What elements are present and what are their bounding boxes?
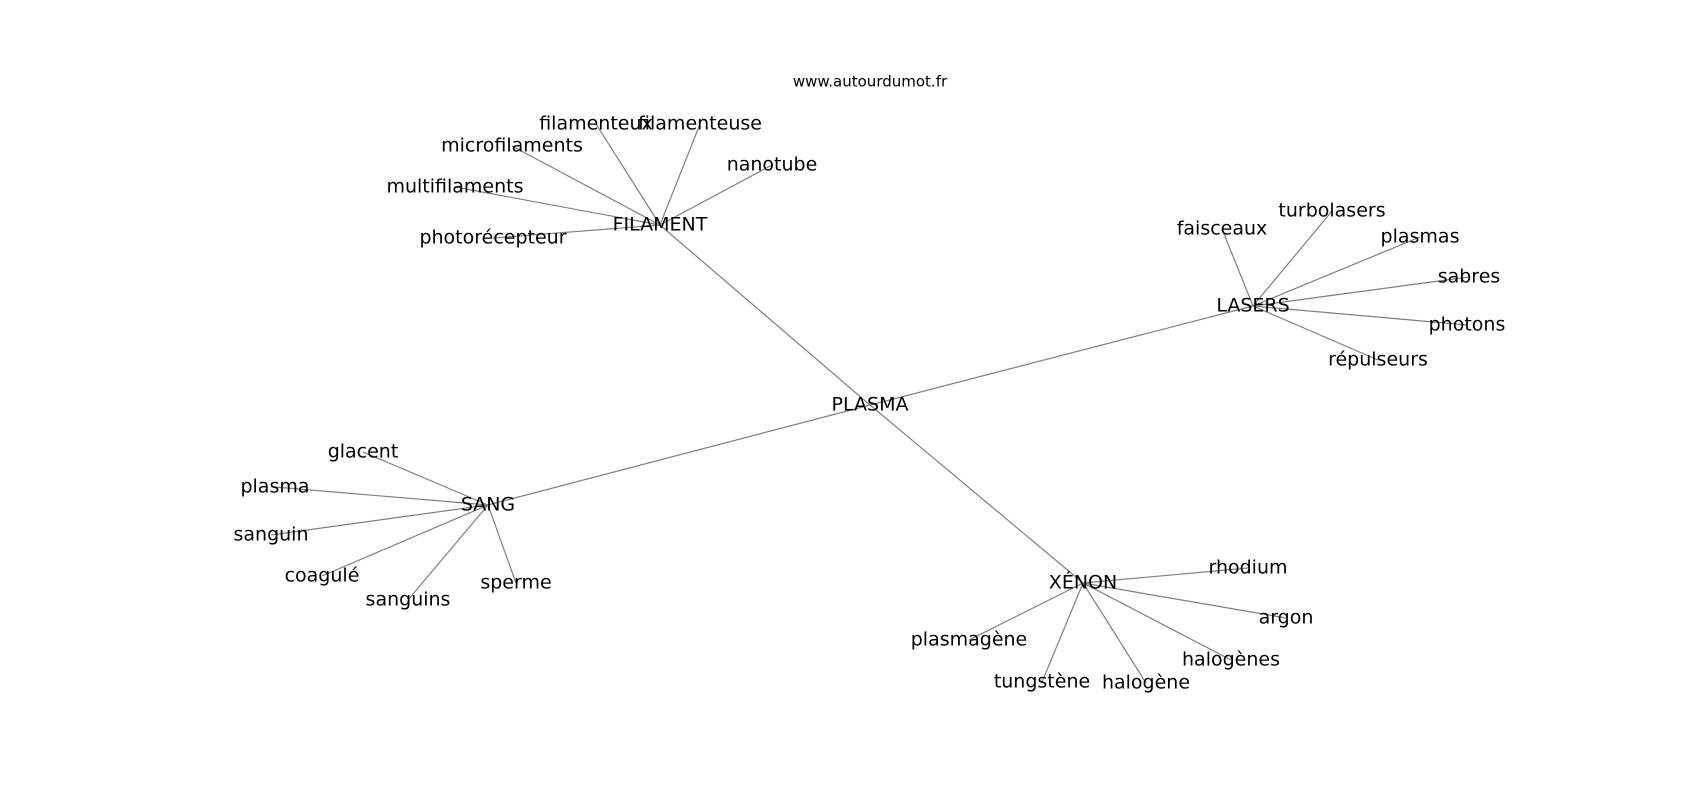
edge-filament-leaf: [595, 123, 661, 226]
leaf-node-label: nanotube: [727, 154, 818, 176]
leaf-node-label: sperme: [480, 572, 551, 594]
root-node-label: PLASMA: [832, 394, 909, 416]
edge-lasers-leaf: [1252, 305, 1468, 326]
edge-root-xénon: [869, 404, 1084, 584]
edge-sang-leaf: [487, 504, 517, 584]
edge-filament-leaf: [511, 145, 661, 226]
leaf-node-label: halogènes: [1182, 649, 1280, 671]
leaf-node-label: photons: [1429, 314, 1506, 336]
leaf-node-label: rhodium: [1208, 557, 1287, 579]
edge-lasers-leaf: [1221, 228, 1254, 307]
edge-root-lasers: [869, 305, 1254, 406]
edge-lasers-leaf: [1252, 305, 1379, 361]
leaf-node-label: turbolasers: [1278, 200, 1385, 222]
hub-node-label: FILAMENT: [613, 214, 708, 236]
edge-filament-leaf: [454, 186, 661, 226]
edge-sang-leaf: [274, 486, 489, 506]
watermark-text: www.autourdumot.fr: [793, 73, 948, 91]
edge-root-sang: [487, 404, 871, 506]
edge-sang-leaf: [407, 504, 489, 601]
leaf-node-label: halogène: [1102, 672, 1190, 694]
leaf-node-label: microfilaments: [441, 135, 583, 157]
leaf-node-label: tungstène: [994, 671, 1090, 693]
edge-lasers-leaf: [1252, 236, 1421, 307]
hub-node-label: LASERS: [1216, 295, 1289, 317]
edge-sang-leaf: [270, 504, 489, 536]
leaf-node-label: sanguins: [366, 589, 451, 611]
leaf-node-label: sanguin: [233, 524, 308, 546]
edge-xénon-leaf: [1082, 582, 1287, 619]
edge-filament-leaf: [659, 123, 701, 226]
leaf-node-label: multifilaments: [386, 176, 523, 198]
edge-sang-leaf: [362, 451, 489, 506]
leaf-node-label: répulseurs: [1328, 349, 1428, 371]
leaf-node-label: faisceaux: [1177, 218, 1268, 240]
leaf-node-label: filamenteux: [539, 113, 653, 135]
leaf-node-label: glacent: [328, 441, 399, 463]
leaf-node-label: filamenteuse: [638, 113, 762, 135]
edge-filament-leaf: [659, 164, 773, 226]
hub-node-label: SANG: [461, 494, 515, 516]
leaf-node-label: argon: [1259, 607, 1314, 629]
leaf-node-label: sabres: [1438, 266, 1501, 288]
edge-root-filament: [659, 224, 871, 406]
edge-xénon-leaf: [1041, 582, 1084, 683]
leaf-node-label: photorécepteur: [419, 227, 566, 249]
leaf-node-label: coagulé: [285, 565, 360, 587]
leaf-node-label: plasma: [240, 476, 309, 498]
leaf-node-label: plasmagène: [911, 629, 1028, 651]
edge-lasers-leaf: [1252, 210, 1333, 307]
edge-lasers-leaf: [1252, 276, 1470, 307]
edges-layer: [270, 123, 1470, 684]
edge-xénon-leaf: [1082, 582, 1147, 684]
leaf-node-label: plasmas: [1381, 226, 1460, 248]
hub-node-label: XÉNON: [1049, 571, 1117, 594]
edge-xénon-leaf: [968, 582, 1084, 641]
edge-xénon-leaf: [1082, 567, 1249, 584]
edge-sang-leaf: [321, 504, 489, 577]
edge-xénon-leaf: [1082, 582, 1232, 661]
edge-filament-leaf: [492, 224, 661, 239]
